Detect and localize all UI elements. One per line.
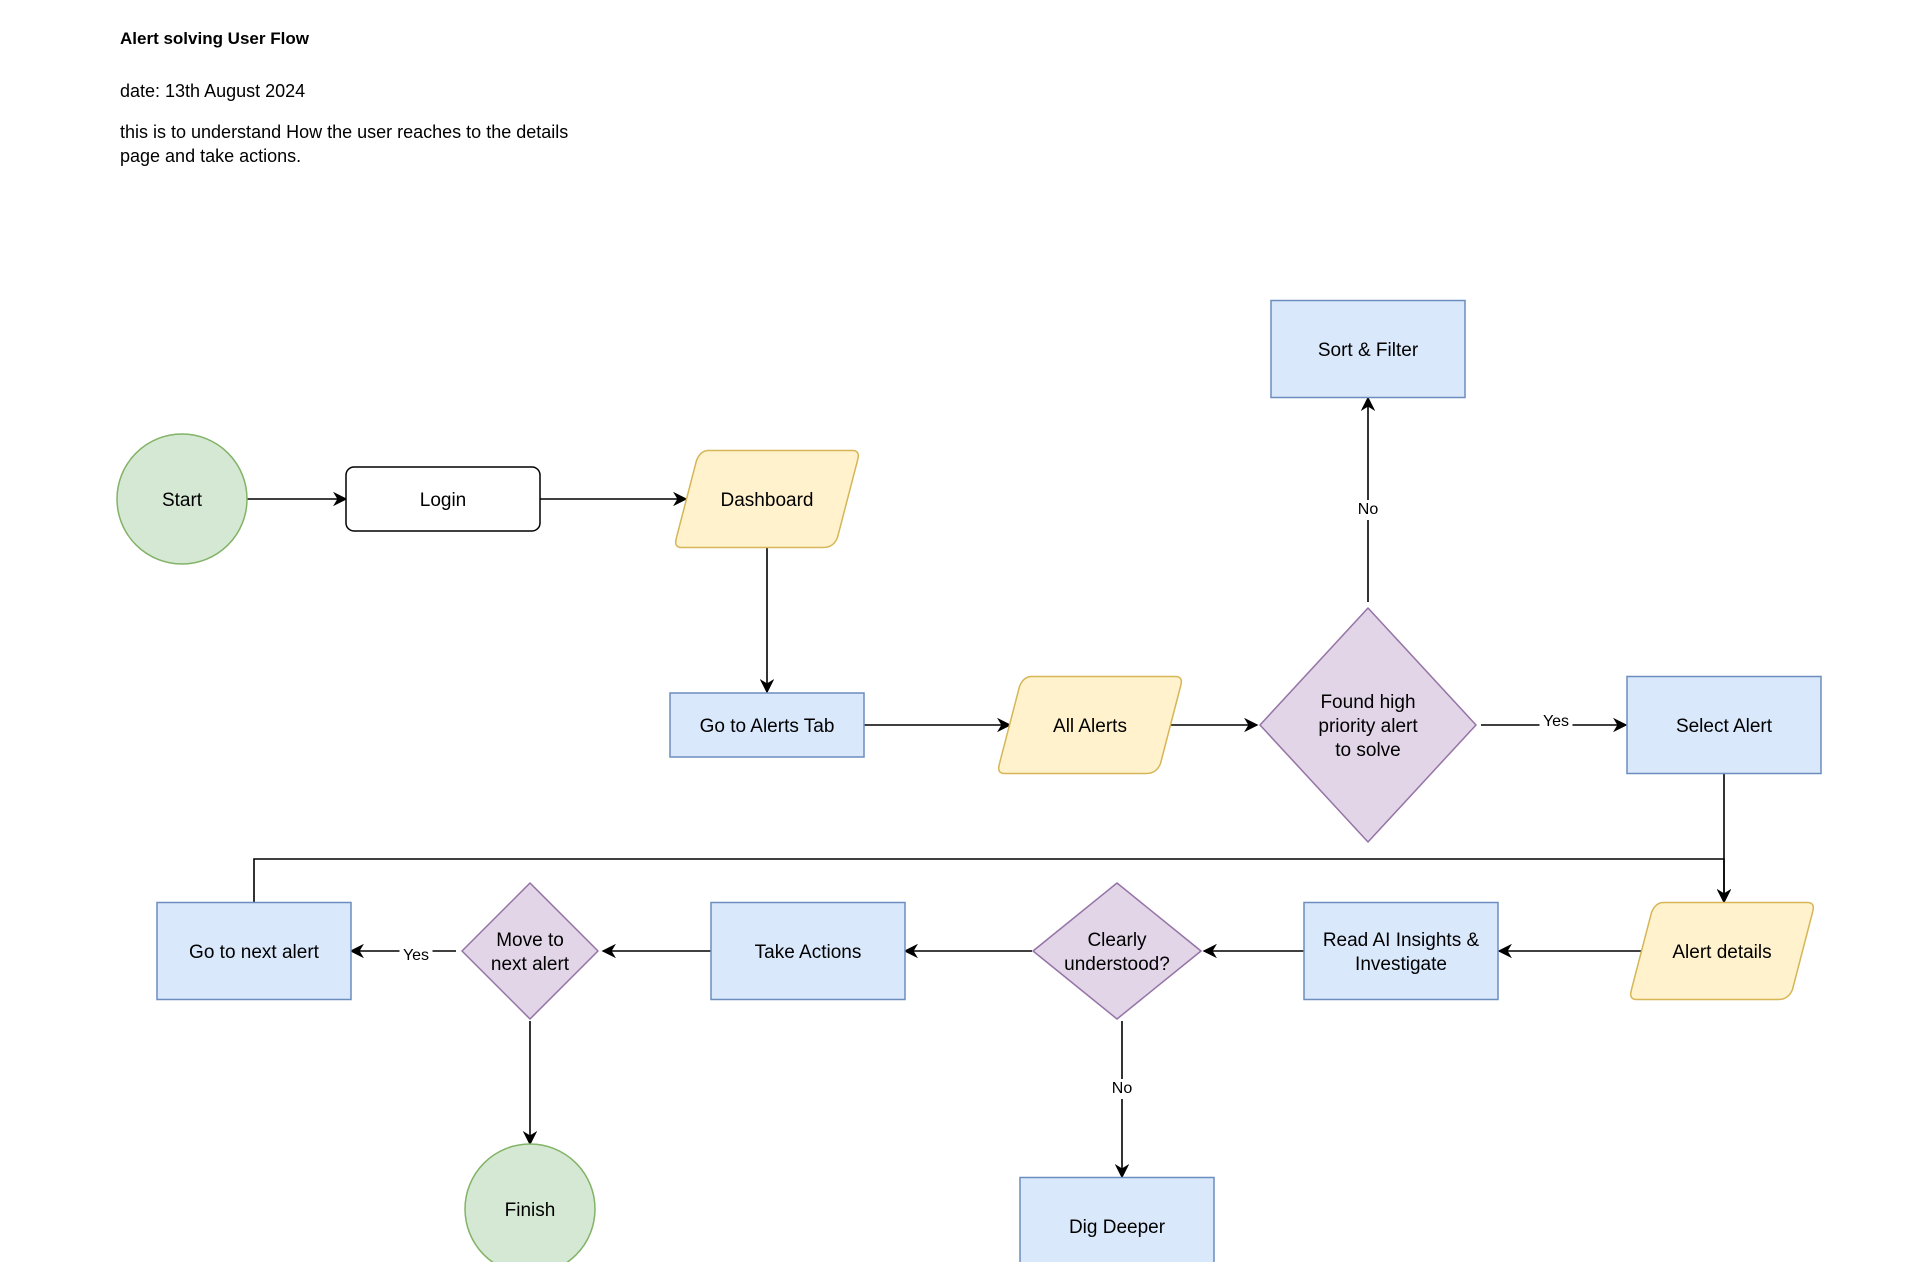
node-shape — [1626, 675, 1822, 775]
node-label: Take Actions — [755, 942, 862, 963]
node-label: Finish — [505, 1200, 556, 1221]
node-label: Found high — [1320, 692, 1415, 713]
node-start: Start — [116, 433, 248, 565]
node-shape — [1019, 1176, 1215, 1262]
node-label: Read AI Insights & — [1323, 930, 1480, 951]
diagram-description: this is to understand How the user reach… — [120, 122, 569, 166]
node-next-alert: Go to next alert — [156, 901, 352, 1001]
node-label: Go to Alerts Tab — [700, 716, 835, 737]
node-shape — [464, 1143, 596, 1262]
node-select-alert: Select Alert — [1626, 675, 1822, 775]
node-label: Dig Deeper — [1069, 1217, 1166, 1238]
edge-label-text: Yes — [403, 947, 429, 964]
node-shape — [674, 449, 860, 549]
node-move-next: Move to next alert — [461, 882, 599, 1020]
node-shape — [710, 901, 906, 1001]
node-label: to solve — [1335, 740, 1400, 761]
node-label: Sort & Filter — [1318, 340, 1419, 361]
node-shape — [997, 675, 1183, 775]
node-label: understood? — [1064, 954, 1170, 975]
node-dashboard: Dashboard — [674, 449, 860, 549]
node-shape — [461, 882, 599, 1020]
edge-label: Yes — [399, 946, 433, 966]
node-label: next alert — [491, 954, 570, 975]
node-finish: Finish — [464, 1143, 596, 1262]
diagram-header: Alert solving User Flow date: 13th Augus… — [120, 28, 680, 168]
node-alert-details: Alert details — [1629, 901, 1815, 1001]
node-label: Go to next alert — [189, 942, 320, 963]
node-shape — [345, 466, 541, 532]
edge-layer — [247, 396, 1732, 1179]
node-shape — [156, 901, 352, 1001]
node-all-alerts: All Alerts — [997, 675, 1183, 775]
edge-label-background — [1356, 500, 1380, 520]
edge-label: No — [1110, 1079, 1134, 1099]
edge-label-background — [1110, 1079, 1134, 1099]
node-label: Start — [162, 490, 203, 511]
node-dig-deeper: Dig Deeper — [1019, 1176, 1215, 1262]
edge-label: Yes — [1539, 712, 1573, 732]
node-label: Login — [420, 490, 467, 511]
node-sort-filter: Sort & Filter — [1270, 299, 1466, 399]
node-label: Dashboard — [721, 490, 814, 511]
node-label: Clearly — [1087, 930, 1147, 951]
node-shape — [1032, 882, 1202, 1020]
node-label: Alert details — [1672, 942, 1771, 963]
edge-label-text: No — [1358, 501, 1379, 518]
node-layer: Start Login Dashboard Go to Alerts Tab All A… — [116, 299, 1822, 1262]
node-label: Select Alert — [1676, 716, 1773, 737]
node-shape — [1270, 299, 1466, 399]
diagram-title: Alert solving User Flow — [120, 29, 309, 48]
node-shape — [1259, 607, 1477, 843]
node-shape — [1629, 901, 1815, 1001]
node-read-ai: Read AI Insights & Investigate — [1303, 901, 1499, 1001]
node-shape — [1303, 901, 1499, 1001]
node-label: All Alerts — [1053, 716, 1127, 737]
node-shape — [116, 433, 248, 565]
node-shape — [669, 692, 865, 758]
edge-label-background — [399, 946, 433, 966]
node-login: Login — [345, 466, 541, 532]
edge-label-background — [1539, 712, 1573, 732]
edge-label: No — [1356, 500, 1380, 520]
diagram-date: date: 13th August 2024 — [120, 81, 306, 101]
node-take-actions: Take Actions — [710, 901, 906, 1001]
node-alerts-tab: Go to Alerts Tab — [669, 692, 865, 758]
edge-label-text: No — [1112, 1080, 1133, 1097]
node-label: priority alert — [1318, 716, 1418, 737]
node-clearly-understood: Clearly understood? — [1032, 882, 1202, 1020]
edge-next-alert-to-alert-details — [253, 858, 1732, 904]
node-label: Investigate — [1355, 954, 1447, 975]
node-label: Move to — [496, 930, 564, 951]
node-found-priority: Found high priority alert to solve — [1259, 607, 1477, 843]
edge-label-text: Yes — [1543, 713, 1569, 730]
